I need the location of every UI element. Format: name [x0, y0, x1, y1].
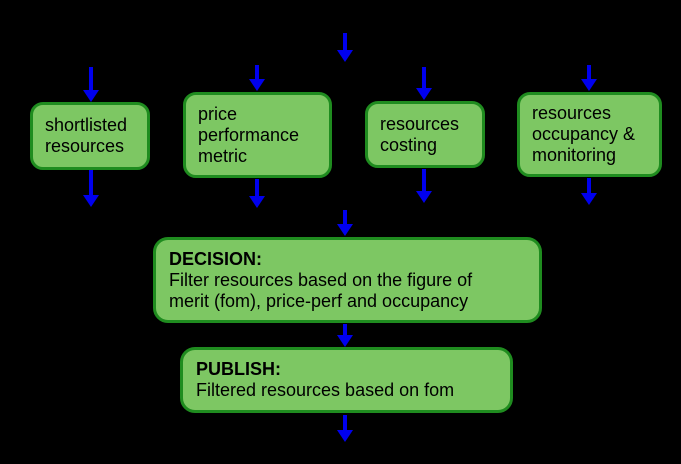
node-label-line: resources	[45, 136, 125, 156]
arrow-shaft	[343, 324, 347, 335]
down-arrow-icon-into-costing	[416, 67, 432, 100]
node-decision: DECISION: Filter resources based on the …	[153, 237, 542, 323]
down-arrow-icon-into-occupancy	[581, 65, 597, 91]
arrow-head	[249, 79, 265, 91]
arrow-shaft	[255, 179, 259, 196]
arrow-shaft	[422, 67, 426, 88]
node-label-line: performance	[198, 124, 300, 145]
node-label-line: shortlisted	[45, 115, 128, 135]
node-resources-costing: resources costing	[365, 101, 485, 168]
node-price-performance-metric: price performance metric	[183, 92, 332, 178]
node-label-line: resources	[532, 103, 612, 123]
down-arrow-icon-decision-to-publish	[337, 324, 353, 347]
down-arrow-icon-out-of-occupancy	[581, 178, 597, 205]
node-label-line: price	[198, 103, 238, 124]
arrow-head	[249, 196, 265, 208]
arrow-head	[581, 79, 597, 91]
arrow-head	[83, 195, 99, 207]
arrow-shaft	[255, 65, 259, 79]
down-arrow-icon-top-feed	[337, 33, 353, 62]
arrow-head	[416, 191, 432, 203]
node-label-line: resources	[380, 113, 460, 134]
down-arrow-icon-out-of-price	[249, 179, 265, 208]
node-title: PUBLISH:	[196, 359, 281, 379]
arrow-head	[581, 193, 597, 205]
node-label-line: costing	[380, 134, 438, 155]
arrow-shaft	[343, 210, 347, 224]
down-arrow-icon-into-decision	[337, 210, 353, 236]
arrow-head	[337, 50, 353, 62]
arrow-head	[416, 88, 432, 100]
arrow-head	[337, 335, 353, 347]
arrow-shaft	[89, 170, 93, 195]
arrow-shaft	[89, 67, 93, 90]
node-label-line: Filtered resources based on fom	[196, 380, 455, 400]
down-arrow-icon-into-shortlisted	[83, 67, 99, 102]
node-label-line: Filter resources based on the figure of	[169, 269, 473, 290]
node-title: DECISION:	[169, 248, 263, 269]
arrow-shaft	[422, 169, 426, 191]
node-shortlisted-resources: shortlisted resources	[30, 102, 150, 170]
arrow-shaft	[587, 65, 591, 79]
down-arrow-icon-into-price	[249, 65, 265, 91]
arrow-head	[83, 90, 99, 102]
node-publish: PUBLISH: Filtered resources based on fom	[180, 347, 513, 413]
arrow-head	[337, 430, 353, 442]
node-label-line: merit (fom), price-perf and occupancy	[169, 290, 469, 311]
down-arrow-icon-out-of-costing	[416, 169, 432, 203]
arrow-head	[337, 224, 353, 236]
down-arrow-icon-out-of-publish	[337, 415, 353, 442]
down-arrow-icon-out-of-shortlisted	[83, 170, 99, 207]
arrow-shaft	[343, 415, 347, 430]
node-resources-occupancy-monitoring: resources occupancy & monitoring	[517, 92, 662, 177]
node-label-line: metric	[198, 145, 247, 166]
arrow-shaft	[587, 178, 591, 193]
arrow-shaft	[343, 33, 347, 50]
node-label-line: monitoring	[532, 145, 617, 165]
node-label-line: occupancy &	[532, 124, 636, 144]
